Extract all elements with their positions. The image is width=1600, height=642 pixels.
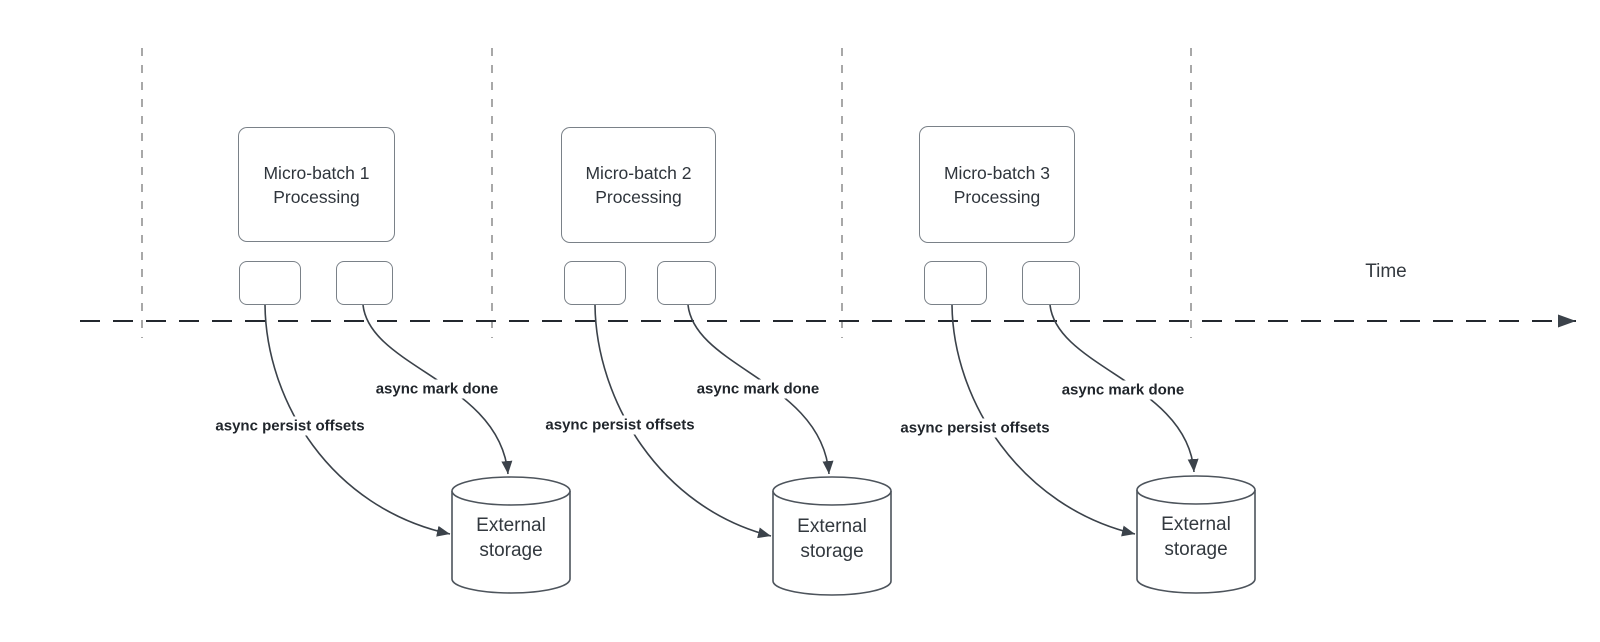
persist-offsets-arrow-1	[264, 304, 451, 537]
persist-offsets-label-1: async persist offsets	[212, 416, 368, 436]
mark-done-arrow-1	[362, 304, 513, 475]
external-storage-cylinder-3	[1136, 475, 1256, 594]
micro-batch-3-label: Micro-batch 3 Processing	[943, 162, 1050, 207]
task-box-mark-2	[657, 261, 716, 305]
persist-offsets-label-2: async persist offsets	[542, 415, 698, 435]
mark-done-arrow-2	[687, 304, 834, 475]
external-storage-cylinder-2	[772, 476, 892, 596]
task-box-persist-2	[564, 261, 626, 305]
micro-batch-2-label: Micro-batch 2 Processing	[585, 163, 692, 207]
mark-done-arrow-3	[1049, 304, 1199, 473]
micro-batch-3-box: Micro-batch 3 Processing	[919, 126, 1075, 243]
external-storage-cylinder-1	[451, 476, 571, 594]
external-storage-label-2: External storage	[797, 516, 867, 562]
micro-batch-2-box: Micro-batch 2 Processing	[561, 127, 716, 243]
mark-done-label-2: async mark done	[693, 379, 823, 399]
micro-batch-1-box: Micro-batch 1 Processing	[238, 127, 395, 242]
micro-batch-1-label: Micro-batch 1 Processing	[263, 162, 370, 207]
external-storage-label-3: External storage	[1161, 514, 1231, 560]
persist-offsets-arrow-2	[594, 304, 772, 539]
task-box-mark-3	[1022, 261, 1080, 305]
external-storage-label-1: External storage	[476, 515, 546, 561]
mark-done-label-3: async mark done	[1058, 380, 1188, 400]
time-axis-label: Time	[1365, 261, 1407, 282]
persist-offsets-label-3: async persist offsets	[897, 418, 1053, 438]
task-box-persist-3	[924, 261, 987, 305]
mark-done-label-1: async mark done	[372, 379, 502, 399]
task-box-persist-1	[239, 261, 301, 305]
persist-offsets-arrow-3	[951, 304, 1136, 537]
task-box-mark-1	[336, 261, 393, 305]
